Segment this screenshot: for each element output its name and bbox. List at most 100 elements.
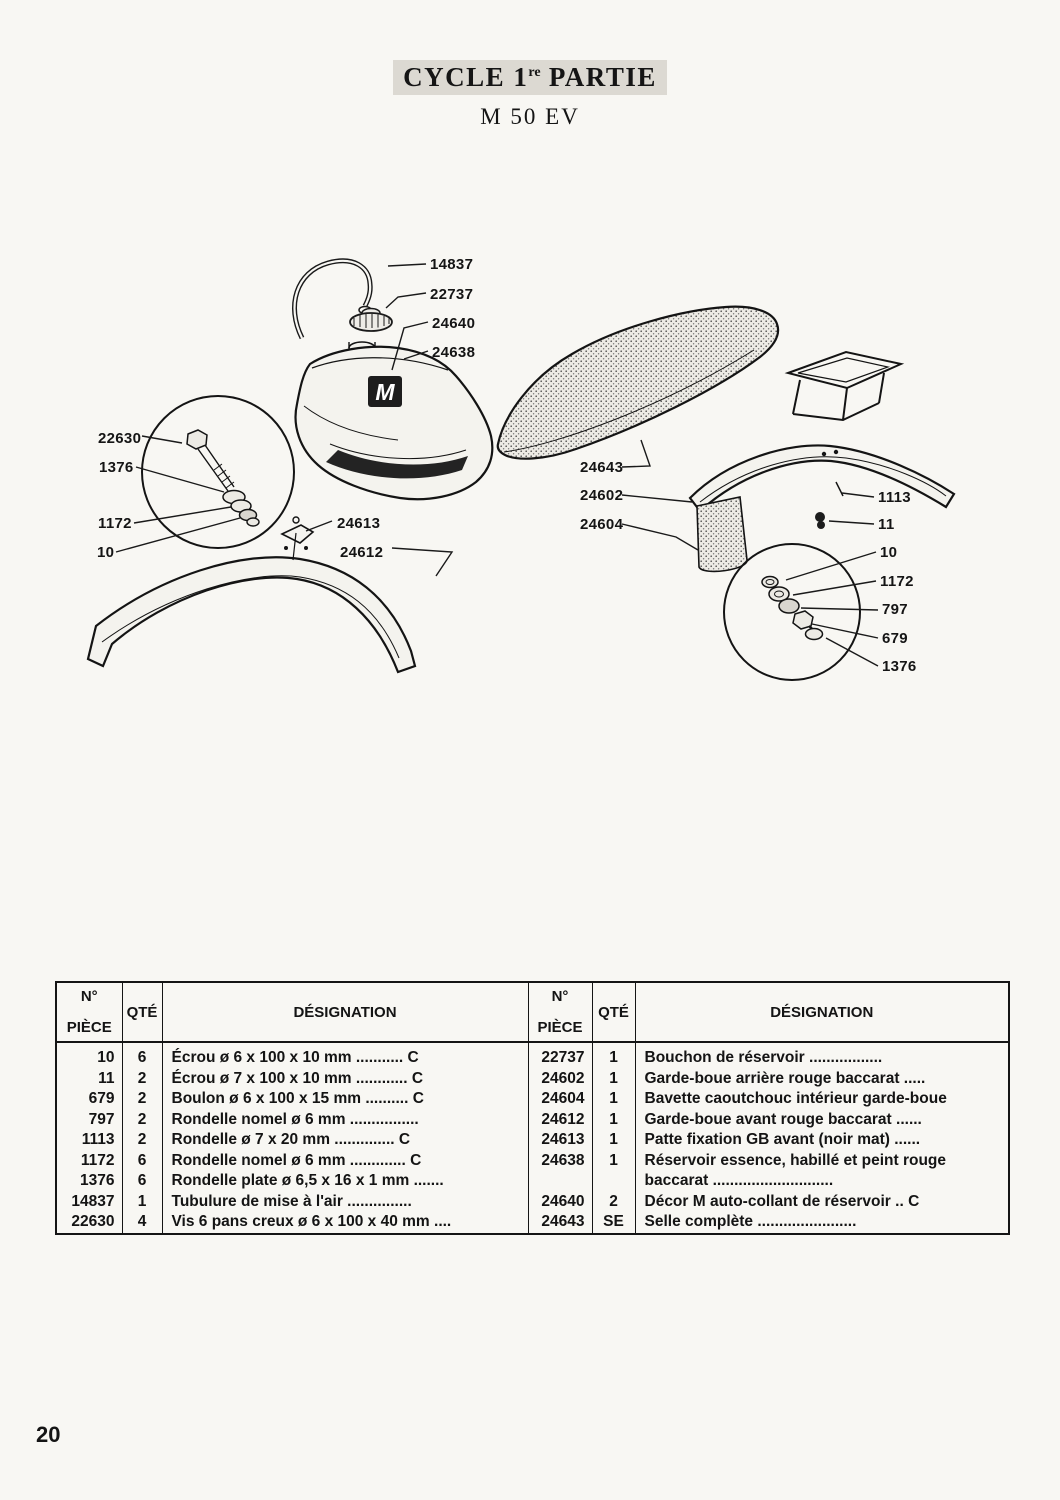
callout-24643: 24643 — [580, 459, 624, 476]
part-qty-cell: SE — [591, 1212, 635, 1234]
part-no-cell: 24643 — [527, 1212, 592, 1234]
table-row: 797 2 Rondelle nomel ø 6 mm ............… — [56, 1109, 1009, 1130]
callout-11: 11 — [878, 516, 895, 533]
part-no-cell: 24613 — [527, 1130, 592, 1151]
part-des-cell: Tubulure de mise à l'air ............... — [161, 1191, 528, 1212]
part-des-cell: Rondelle nomel ø 6 mm ................ — [161, 1109, 528, 1130]
rear-rack-drawing — [784, 350, 905, 422]
rear-fender-drawing — [688, 444, 956, 513]
part-qty-cell: 2 — [121, 1130, 162, 1151]
part-no-cell: 24604 — [527, 1089, 592, 1110]
part-no-cell — [527, 1171, 592, 1192]
title-text-2: PARTIE — [540, 62, 657, 92]
table-row: 1376 6 Rondelle plate ø 6,5 x 16 x 1 mm … — [56, 1171, 1009, 1192]
table-row: 14837 1 Tubulure de mise à l'air .......… — [56, 1191, 1009, 1212]
part-qty-cell: 2 — [121, 1068, 162, 1089]
left-hardware-detail — [141, 395, 295, 549]
callout-leader-lines — [115, 263, 879, 667]
fuel-cap-drawing — [349, 307, 393, 332]
part-no-cell: 24612 — [527, 1109, 592, 1130]
part-des-cell: Bavette caoutchouc intérieur garde-boue — [634, 1089, 1009, 1110]
part-des-cell: Boulon ø 6 x 100 x 15 mm .......... C — [161, 1089, 528, 1110]
part-qty-cell: 4 — [121, 1212, 162, 1234]
part-qty-cell: 2 — [121, 1089, 162, 1110]
part-no-cell: 14837 — [71, 1192, 115, 1210]
part-des-cell: Réservoir essence, habillé et peint roug… — [634, 1150, 1009, 1171]
tank-logo-letter: M — [375, 379, 395, 405]
part-no-cell: 1376 — [80, 1172, 115, 1189]
header-no-label: N° — [80, 988, 98, 1005]
callout-24604: 24604 — [580, 516, 624, 533]
table-row: 679 2 Boulon ø 6 x 100 x 15 mm .........… — [56, 1089, 1009, 1110]
callout-14837: 14837 — [430, 256, 474, 273]
part-des-cell: Garde-boue arrière rouge baccarat ..... — [634, 1068, 1009, 1089]
part-qty-cell: 1 — [591, 1068, 635, 1089]
part-qty-cell: 1 — [591, 1109, 635, 1130]
part-qty-cell: 1 — [591, 1150, 635, 1171]
part-no-cell: 24640 — [527, 1191, 592, 1212]
table-row: 10 6 Écrou ø 6 x 100 x 10 mm ...........… — [56, 1042, 1009, 1069]
callout-10-right: 10 — [880, 544, 898, 561]
callout-1376-right: 1376 — [882, 658, 917, 675]
part-des-cell: Rondelle ø 7 x 20 mm .............. C — [161, 1130, 528, 1151]
right-hardware-detail — [723, 543, 861, 681]
part-qty-cell: 2 — [591, 1191, 635, 1212]
part-qty-cell: 6 — [121, 1171, 162, 1192]
tank-stripe-decal — [326, 450, 468, 479]
table-row: 11 2 Écrou ø 7 x 100 x 10 mm ...........… — [56, 1068, 1009, 1089]
table-row: 1113 2 Rondelle ø 7 x 20 mm ............… — [56, 1130, 1009, 1151]
part-no-cell: 24602 — [527, 1068, 592, 1089]
table-row: 22630 4 Vis 6 pans creux ø 6 x 100 x 40 … — [56, 1212, 1009, 1234]
callout-797: 797 — [882, 601, 908, 618]
parts-table-body: 10 6 Écrou ø 6 x 100 x 10 mm ...........… — [56, 1042, 1009, 1234]
part-no-cell: 22630 — [71, 1213, 115, 1230]
callout-1113: 1113 — [878, 489, 911, 506]
parts-table: N° PIÈCE QTÉ DÉSIGNATION N° PIÈCE QTÉ DÉ… — [55, 981, 1010, 1235]
callout-24613: 24613 — [337, 515, 381, 532]
callout-10-left: 10 — [97, 544, 115, 561]
header-no-piece-left: N° PIÈCE — [56, 982, 122, 1043]
model-subtitle: M 50 EV — [480, 104, 580, 129]
part-des-cell: baccarat ............................ — [634, 1171, 1009, 1192]
page-number: 20 — [36, 1422, 61, 1447]
small-bolt-drawing — [815, 512, 825, 529]
part-no-cell: 1172 — [80, 1151, 115, 1169]
tank-logo-badge — [368, 376, 402, 407]
callout-1172-right: 1172 — [880, 573, 914, 590]
part-qty-cell — [591, 1171, 635, 1192]
header-piece-label: PIÈCE — [537, 1019, 583, 1036]
part-des-cell: Garde-boue avant rouge baccarat ...... — [634, 1109, 1009, 1130]
part-no-cell: 679 — [88, 1090, 115, 1107]
mudflap-drawing — [696, 496, 748, 573]
fuel-tank-drawing: M — [294, 341, 494, 501]
fender-bracket-drawing — [280, 516, 315, 561]
part-des-cell: Vis 6 pans creux ø 6 x 100 x 40 mm .... — [161, 1212, 528, 1234]
part-no-cell: 797 — [88, 1110, 115, 1128]
part-qty-cell: 1 — [121, 1191, 162, 1212]
callout-1172-left: 1172 — [98, 515, 132, 532]
header-qty-right: QTÉ — [591, 982, 635, 1043]
part-no-cell: 11 — [98, 1069, 115, 1087]
page-header: CYCLE 1re PARTIE M 50 EV — [0, 60, 1060, 130]
part-qty-cell: 1 — [591, 1042, 635, 1069]
callout-24638: 24638 — [432, 344, 476, 361]
callout-1376-left: 1376 — [99, 459, 134, 476]
part-des-cell: Écrou ø 7 x 100 x 10 mm ............ C — [161, 1068, 528, 1089]
title-text: CYCLE 1 — [403, 62, 529, 92]
callout-22737: 22737 — [430, 286, 474, 303]
header-piece-label: PIÈCE — [66, 1019, 112, 1036]
seat-drawing — [496, 305, 780, 460]
header-designation-left: DÉSIGNATION — [161, 982, 528, 1043]
title-superscript: re — [528, 65, 541, 80]
front-fender-drawing — [86, 556, 417, 674]
callout-679: 679 — [882, 630, 908, 647]
part-no-cell: 22737 — [527, 1042, 592, 1069]
exploded-diagram: M — [0, 230, 1060, 710]
callout-24640: 24640 — [432, 315, 476, 332]
part-des-cell: Selle complète ....................... — [634, 1212, 1009, 1234]
header-qty-left: QTÉ — [121, 982, 162, 1043]
header-no-piece-right: N° PIÈCE — [527, 982, 592, 1043]
part-des-cell: Rondelle plate ø 6,5 x 16 x 1 mm ....... — [161, 1171, 528, 1192]
part-des-cell: Rondelle nomel ø 6 mm ............. C — [161, 1150, 528, 1171]
callout-24602: 24602 — [580, 487, 624, 504]
